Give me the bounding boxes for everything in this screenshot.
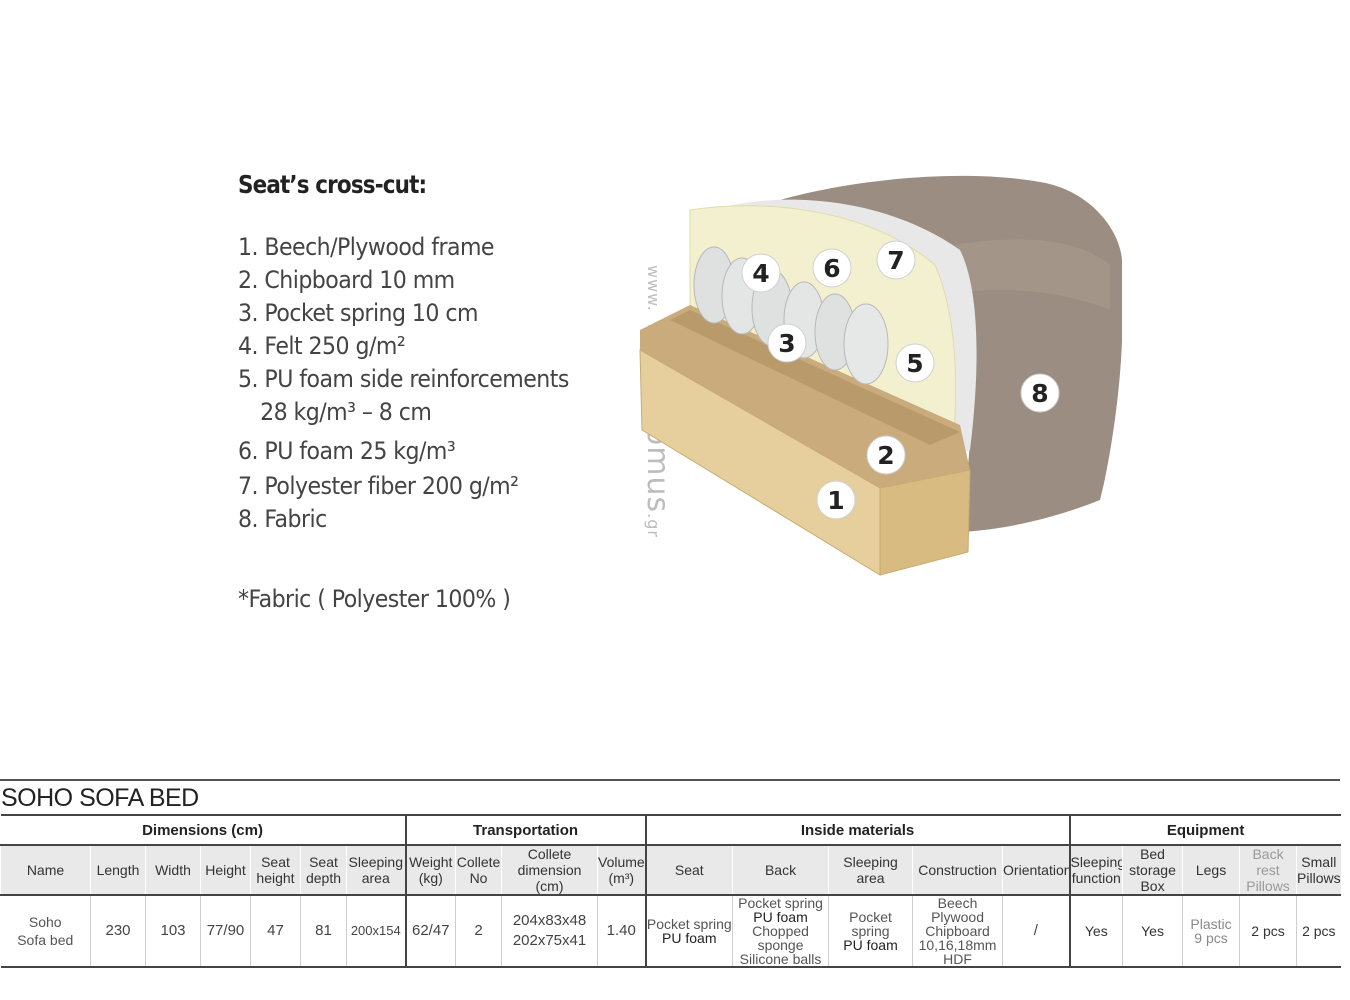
- svg-text:7: 7: [887, 246, 904, 275]
- cell-orientation: /: [1002, 895, 1070, 968]
- product-spec-sheet: SOHO SOFA BED Dimensions (cm) Transporta…: [0, 779, 1341, 968]
- group-dimensions: Dimensions (cm): [0, 814, 406, 846]
- legend-item: 4. Felt 250 g/m²: [238, 332, 406, 360]
- col-height: Height: [200, 845, 251, 896]
- spec-table: Dimensions (cm) Transportation Inside ma…: [0, 814, 1341, 968]
- legend-item: 2. Chipboard 10 mm: [238, 266, 455, 294]
- cross-cut-legend: Seat’s cross-cut: 1. Beech/Plywood frame…: [238, 170, 618, 536]
- col-back: Back: [732, 845, 829, 896]
- svg-text:4: 4: [752, 259, 769, 288]
- chipboard-top: [670, 310, 960, 445]
- cell-length: 230: [90, 895, 146, 968]
- col-volume: Volume(m³): [597, 845, 646, 896]
- col-name: Name: [0, 845, 91, 896]
- group-header-row: Dimensions (cm) Transportation Inside ma…: [0, 814, 1341, 846]
- cell-seat-depth: 81: [300, 895, 347, 968]
- cell-collete-no: 2: [455, 895, 502, 968]
- col-length: Length: [90, 845, 146, 896]
- cell-bed-storage-box: Yes: [1122, 895, 1183, 968]
- col-construction: Construction: [912, 845, 1003, 896]
- product-title: SOHO SOFA BED: [1, 784, 199, 812]
- fabric-note: *Fabric ( Polyester 100% ): [238, 585, 511, 613]
- svg-text:8: 8: [1031, 379, 1048, 408]
- cell-sleeping-function: Yes: [1068, 895, 1123, 968]
- badge-2: 2: [866, 435, 906, 475]
- cell-back-rest-pillows: 2 pcs: [1239, 895, 1297, 968]
- cell-weight: 62/47: [404, 895, 456, 968]
- group-inside-materials: Inside materials: [644, 814, 1070, 846]
- pocket-spring: [843, 303, 889, 385]
- svg-text:5: 5: [906, 349, 923, 378]
- badge-7: 7: [876, 240, 916, 280]
- legend-item: 6. PU foam 25 kg/m³: [238, 437, 456, 465]
- cell-width: 103: [145, 895, 201, 968]
- cell-height: 77/90: [200, 895, 251, 968]
- legend-title: Seat’s cross-cut:: [238, 170, 427, 199]
- cell-seat-height: 47: [250, 895, 301, 968]
- beech-frame-side: [879, 469, 971, 576]
- svg-text:3: 3: [778, 329, 795, 358]
- fabric-highlight: [930, 239, 1110, 310]
- badge-4: 4: [741, 253, 781, 293]
- cell-sleeping-area: 200x154: [345, 895, 406, 968]
- badge-6: 6: [812, 248, 852, 288]
- col-orientation: Orientation: [1002, 845, 1070, 896]
- legend-item-continuation: 28 kg/m³ – 8 cm: [238, 396, 588, 429]
- col-seat: Seat: [644, 845, 733, 896]
- badge-3: 3: [767, 323, 807, 363]
- legend-item-continuation-text: 28 kg/m³ – 8 cm: [260, 398, 432, 426]
- badge-5: 5: [895, 343, 935, 383]
- legend-list: 1. Beech/Plywood frame 2. Chipboard 10 m…: [238, 231, 618, 536]
- legend-item: 1. Beech/Plywood frame: [238, 233, 494, 261]
- legend-item: 5. PU foam side reinforcements: [238, 365, 569, 393]
- legend-item: 7. Polyester fiber 200 g/m²: [238, 472, 519, 500]
- svg-text:2: 2: [877, 441, 894, 470]
- col-width: Width: [145, 845, 201, 896]
- cell-volume: 1.40: [597, 895, 646, 968]
- badge-8: 8: [1020, 373, 1060, 413]
- svg-text:6: 6: [823, 254, 840, 283]
- col-weight: Weight(kg): [404, 845, 456, 896]
- legend-item: 3. Pocket spring 10 cm: [238, 299, 478, 327]
- group-equipment: Equipment: [1068, 814, 1341, 846]
- legend-item: 8. Fabric: [238, 505, 327, 533]
- svg-text:1: 1: [827, 486, 844, 515]
- col-legs: Legs: [1182, 845, 1240, 896]
- top-divider: [0, 779, 1340, 781]
- col-sleeping-area-material: Sleeping area: [828, 845, 913, 896]
- cell-small-pillows: 2 pcs: [1296, 895, 1341, 968]
- seat-cross-section-illustration: 1 2 3 4 5 6 7 8: [639, 175, 1122, 576]
- group-transportation: Transportation: [404, 814, 646, 846]
- badge-1: 1: [816, 480, 856, 520]
